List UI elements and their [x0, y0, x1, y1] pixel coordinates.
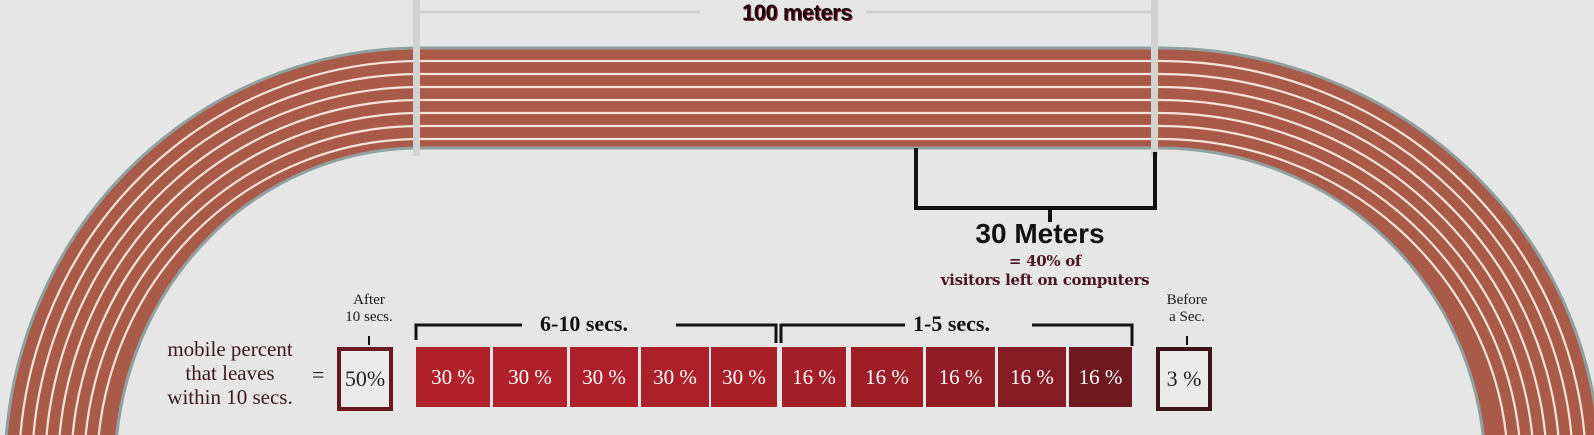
- percent-cell: 30 %: [493, 347, 567, 407]
- percent-cell: 16 %: [926, 347, 995, 407]
- equals-sign: =: [312, 362, 325, 387]
- after-label: After 10 secs.: [329, 292, 409, 326]
- callout-title: 30 Meters: [975, 218, 1105, 249]
- percent-cell: 30 %: [711, 347, 777, 407]
- before-value-box: 3 %: [1156, 347, 1212, 411]
- after-line1: After: [353, 292, 385, 308]
- before-line1: Before: [1166, 292, 1208, 308]
- percent-cell: 16 %: [1069, 347, 1132, 407]
- before-label: Before a Sec.: [1147, 292, 1227, 326]
- percent-cell: 16 %: [998, 347, 1066, 407]
- callout-subtitle: = 40% of visitors left on computers: [900, 252, 1190, 290]
- percent-cell: 30 %: [570, 347, 638, 407]
- callout-line2: visitors left on computers: [940, 271, 1150, 289]
- callout-line1: = 40% of: [1008, 252, 1082, 270]
- mobile-label-line3: within 10 secs.: [167, 385, 293, 409]
- group-1-5-label: 1-5 secs.: [905, 311, 998, 337]
- percent-cell: 16 %: [782, 347, 846, 407]
- distance-label: 100 meters: [742, 0, 852, 25]
- mobile-label: mobile percent that leaves within 10 sec…: [130, 337, 330, 409]
- percent-cell: 16 %: [851, 347, 923, 407]
- group-6-10-label: 6-10 secs.: [532, 311, 636, 337]
- percent-cell: 30 %: [416, 347, 490, 407]
- before-line2: a Sec.: [1169, 309, 1205, 325]
- mobile-label-line1: mobile percent: [167, 337, 293, 361]
- after-line2: 10 secs.: [345, 309, 393, 325]
- after-value-box: 50%: [337, 347, 393, 411]
- percent-cell: 30 %: [641, 347, 709, 407]
- mobile-label-line2: that leaves: [185, 361, 275, 385]
